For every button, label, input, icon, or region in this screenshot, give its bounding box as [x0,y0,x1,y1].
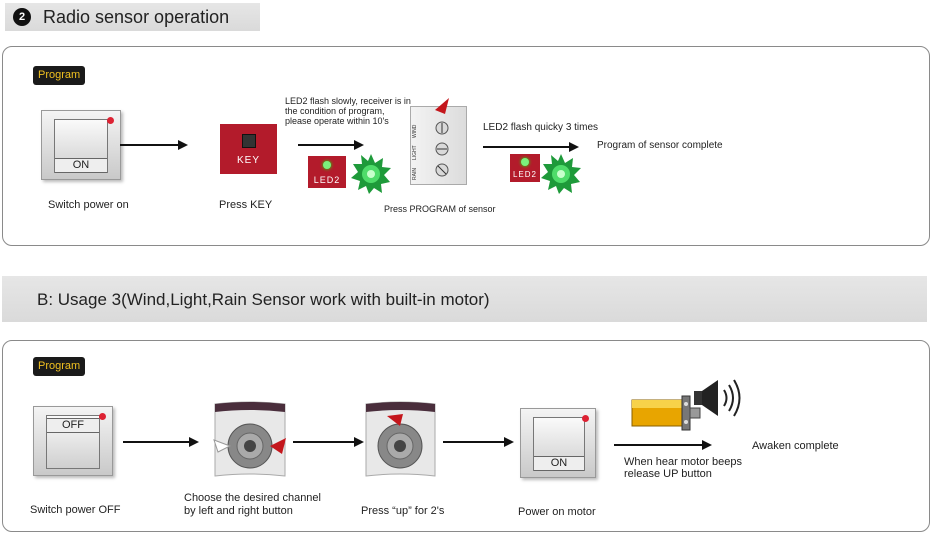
section1-header: 2 Radio sensor operation [5,3,260,31]
section1-title: Radio sensor operation [43,7,230,27]
sensor-label-2: LIGHT [412,145,418,160]
led2-box: LED2 [308,156,346,188]
quick-flash-note: LED2 flash quicky 3 times [483,122,599,133]
motor-head-remote-2 [365,401,436,477]
arrow-icon [120,140,188,150]
key-pushbutton-icon [242,134,256,148]
section2-header: B: Usage 3(Wind,Light,Rain Sensor work w… [2,276,927,322]
key-caption: Press KEY [219,199,273,211]
dial-icon [435,163,449,177]
switch-off-caption: Switch power OFF [30,504,121,516]
speaker-sound-icon [694,379,741,417]
sensor-label-1: WIND [412,124,418,138]
dial-icon [435,121,449,135]
arrow-icon [443,437,514,447]
switch-face: OFF [46,415,100,469]
led-word: LED2 [313,175,341,185]
arrow-icon [298,140,364,150]
dial-icon [435,142,449,156]
program-label: Program [33,357,86,376]
switch-face: ON [533,417,585,471]
awaken-note: Awaken complete [752,440,839,452]
flash-note-line1: LED2 flash slowly, receiver is in [285,96,411,106]
led-icon [521,158,529,166]
green-flash-starburst-icon [351,154,391,194]
power-switch-on: ON [41,110,121,180]
power-on-caption: Power on motor [518,506,596,518]
power-switch-off: OFF [33,406,113,476]
section2-title: B: Usage 3(Wind,Light,Rain Sensor work w… [37,290,490,309]
key-button-box: KEY [220,124,277,174]
program-label: Program [33,66,86,85]
key-word: KEY [236,155,260,166]
press-up-caption: Press “up” for 2's [361,505,445,517]
arrow-icon [614,440,712,450]
switch-word: ON [534,456,584,471]
sensor-label-3: RAIN [412,168,418,180]
arrow-icon [123,437,199,447]
tubular-motor-icon [631,395,701,431]
channel-caption-line2: by left and right button [184,505,293,517]
complete-note: Program of sensor complete [597,140,723,151]
step-number-badge: 2 [13,8,31,26]
arrow-icon [293,437,364,447]
flash-note-line2: the condition of program, [285,106,385,116]
indicator-light-icon [99,413,106,420]
led2-box: LED2 [510,154,540,182]
sensor-dials [435,121,449,177]
beep-note-line2: release UP button [624,468,712,480]
indicator-light-icon [582,415,589,422]
switch-caption: Switch power on [48,199,129,211]
switch-word: OFF [47,418,99,433]
switch-word: ON [55,158,107,173]
switch-face: ON [54,119,108,173]
arrow-icon [483,142,579,152]
led-icon [323,161,331,169]
green-flash-starburst-icon [541,154,581,194]
flash-note-line3: please operate within 10's [285,116,389,126]
sensor-caption: Press PROGRAM of sensor [384,204,496,214]
section2-panel [2,340,930,532]
power-switch-on: ON [520,408,596,478]
red-pointer-icon [435,98,449,114]
motor-head-remote-1 [213,401,286,477]
indicator-light-icon [107,117,114,124]
led-word: LED2 [512,170,537,179]
beep-note-line1: When hear motor beeps [624,456,743,468]
channel-caption-line1: Choose the desired channel [184,492,321,504]
